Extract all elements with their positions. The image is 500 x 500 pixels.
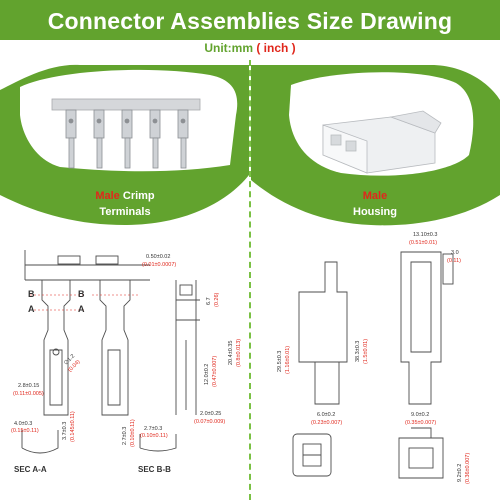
crimp-terminals xyxy=(65,109,189,169)
terminal-strip-outline xyxy=(24,250,150,281)
left-label-line2: Terminals xyxy=(99,206,151,218)
label-a-left: A xyxy=(28,304,35,314)
terminal-front-1 xyxy=(41,280,71,416)
section-lines xyxy=(30,294,140,311)
dim-d10-mm: 2.7±0.3 xyxy=(122,427,128,445)
terminal-side-view xyxy=(175,280,200,415)
left-label-rest: Crimp xyxy=(119,190,155,202)
terminal-3 xyxy=(121,109,133,169)
sec-aa-shape xyxy=(21,430,59,454)
dim-d17-in: (0.35±0.007) xyxy=(405,420,436,426)
housing-end-view-left xyxy=(292,433,332,477)
dim-d7-mm: 2.0±0.25 xyxy=(200,411,221,417)
housing-drawing: 29.5±0.3 (1.16±0.01) 38.3±0.3 (1.5±0.01)… xyxy=(277,232,471,484)
dim-d8-mm: 4.0±0.3 xyxy=(14,421,32,427)
unit-inch-label: ( inch ) xyxy=(256,41,296,55)
terminal-4 xyxy=(149,109,161,169)
dim-d9-mm: 3.7±0.3 xyxy=(62,422,68,440)
dim-d11-mm: 2.7±0.3 xyxy=(144,426,162,432)
dim-d17-mm: 9.0±0.2 xyxy=(411,412,429,418)
dim-d7-in: (0.07±0.009) xyxy=(194,419,225,425)
terminal-1 xyxy=(65,109,77,169)
dim-d13-mm: 38.3±0.3 xyxy=(355,341,361,362)
label-a-right: A xyxy=(78,304,85,314)
dim-d15-in: (0.51±0.01) xyxy=(409,240,437,246)
dim-d14-in: (0.23±0.007) xyxy=(311,420,342,426)
terminal-2 xyxy=(93,109,105,169)
housing-photo-panel xyxy=(251,65,500,226)
center-divider xyxy=(249,60,251,500)
dim-d14-mm: 6.0±0.2 xyxy=(317,412,335,418)
dim-d1-mm: 0.50±0.02 xyxy=(146,254,170,260)
dim-d12-in: (1.16±0.01) xyxy=(285,346,291,374)
housing-front-view xyxy=(400,251,454,405)
unit-label: Unit:mm xyxy=(204,41,253,55)
label-b-right: B xyxy=(78,289,85,299)
page-title: Connector Assemblies Size Drawing xyxy=(47,8,453,34)
dim-d4-mm: 20.4±0.35 xyxy=(228,341,234,365)
dim-d11-in: (0.10±0.11) xyxy=(140,433,168,439)
dim-d16-mm: 3.0 xyxy=(451,250,459,256)
sec-bb-shape xyxy=(139,434,177,452)
dim-d5-mm: 2.8±0.15 xyxy=(18,383,39,389)
sec-aa-label: SEC A-A xyxy=(14,465,47,474)
housing-end-view-right xyxy=(398,427,444,479)
terminals-photo-panel xyxy=(0,64,249,225)
dim-d9-in: (0.145±0.11) xyxy=(70,411,76,442)
dim-d18-mm: 9.2±0.2 xyxy=(457,464,463,482)
left-panel-label: Male Crimp Terminals xyxy=(60,188,190,220)
label-b-left: B xyxy=(28,289,35,299)
carrier-strip xyxy=(51,98,201,111)
dim-d18-in: (0.36±0.007) xyxy=(465,453,471,484)
dim-d3-in: (0.47±0.007) xyxy=(212,356,218,387)
sec-bb-label: SEC B-B xyxy=(138,465,171,474)
dim-d4-in: (0.8±0.013) xyxy=(236,339,242,367)
dim-d3-mm: 12.0±0.2 xyxy=(204,364,210,385)
dim-d13-in: (1.5±0.01) xyxy=(363,339,369,364)
right-label-highlight: Male xyxy=(362,190,388,202)
dim-d12-mm: 29.5±0.3 xyxy=(277,351,283,372)
terminal-5 xyxy=(177,109,189,169)
right-panel-label: Male Housing xyxy=(310,188,440,220)
terminal-front-2 xyxy=(99,280,131,416)
housing-side-view xyxy=(298,261,348,405)
dim-d10-in: (0.10±0.11) xyxy=(130,419,136,447)
left-label-highlight: Male xyxy=(95,190,120,202)
dim-d8-in: (0.15±0.11) xyxy=(11,428,39,434)
dim-d2-mm: 6.7 xyxy=(206,297,212,305)
unit-subtitle: Unit:mm ( inch ) xyxy=(0,41,500,55)
right-label-line2: Housing xyxy=(353,206,397,218)
dim-d16-in: (0.11) xyxy=(447,258,461,264)
title-banner: Connector Assemblies Size Drawing xyxy=(0,0,500,40)
dim-d15-mm: 13.10±0.3 xyxy=(413,232,437,238)
dim-d2-in: (0.26) xyxy=(214,292,220,307)
dim-d1-in: (0.01±0.0007) xyxy=(142,262,176,268)
terminal-drawing: B A B A 0.50±0.02 (0.01±0.0007) 6.7 (0.2… xyxy=(11,250,242,474)
housing-photo xyxy=(322,110,442,174)
dim-d5-in: (0.11±0.005) xyxy=(13,391,44,397)
